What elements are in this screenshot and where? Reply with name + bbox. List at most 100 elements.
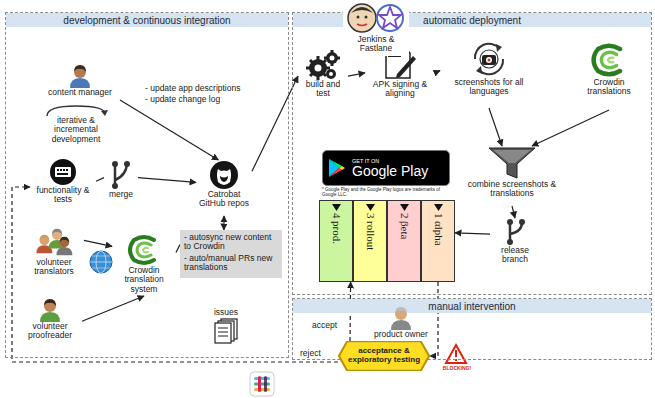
node-label: combine screenshots & translations: [462, 180, 562, 199]
system-icon: Crowdin translations: [572, 42, 646, 110]
track-name: rollout: [365, 221, 376, 250]
node-label: APK signing & aligning: [365, 80, 435, 99]
icon-graphic: [212, 317, 240, 345]
node-label: release branch: [490, 246, 540, 265]
connector: [96, 178, 104, 182]
testing-hexagon: acceptance & exploratory testing: [338, 341, 430, 371]
connector: [84, 240, 112, 246]
track-number: 3: [365, 213, 376, 219]
icon-graphic: [306, 50, 340, 80]
node-label: build and test: [298, 80, 348, 99]
region-panel: development & continuous integration cont…: [5, 12, 289, 358]
node-label: volunteer proofreader: [18, 322, 82, 341]
globe-icon: [90, 251, 112, 273]
node-label: volunteer translators: [24, 258, 84, 277]
icon-graphic: [49, 158, 77, 186]
track-number: 1: [433, 213, 444, 219]
node-label: functionality & tests: [30, 186, 96, 205]
annotation: - update change log: [145, 95, 255, 104]
connector: [120, 100, 218, 160]
note-box: - autosync new content to Crowdin- auto/…: [180, 230, 282, 278]
edge-label: reject: [300, 349, 321, 358]
actor-icon: volunteer translators: [24, 228, 84, 290]
connector: [348, 73, 365, 76]
icon-graphic: [109, 160, 133, 190]
icon-graphic: [487, 146, 537, 180]
note-line: - auto/manual PRs new translations: [184, 254, 278, 273]
connector: [138, 178, 196, 183]
merge-icon: merge: [104, 160, 138, 204]
store-badge: GET IT ONGoogle Play: [322, 150, 450, 186]
icon-graphic: [502, 218, 528, 246]
connector: [435, 71, 440, 73]
icon-graphic: [328, 158, 346, 178]
badge-text: GET IT ONGoogle Play: [352, 158, 428, 178]
region-title: development & continuous integration: [63, 15, 230, 26]
icon-graphic: [124, 234, 164, 266]
trademark-note: * Google Play and the Google Play logos …: [322, 188, 452, 198]
icon-graphic: [332, 204, 341, 211]
icon-graphic: [41, 104, 111, 116]
icon-graphic: [400, 204, 409, 211]
warning-text: BLOCKING!: [440, 366, 474, 372]
icon-graphic: [34, 228, 74, 258]
annotation: - update app descriptions: [145, 84, 255, 93]
node-label: Crowdin translation system: [112, 266, 176, 294]
step-icon: build and test: [298, 50, 348, 108]
node-label: screenshots for all languages: [440, 78, 538, 97]
connector: [223, 216, 224, 230]
region-title: automatic deployment: [423, 15, 521, 26]
connector: [82, 296, 144, 321]
connector: [12, 187, 338, 362]
connector: [532, 110, 609, 146]
icon-graphic: [434, 204, 443, 211]
track-cell: 4 prod.: [319, 200, 353, 282]
step-icon: screenshots for all languages: [440, 40, 538, 108]
warning-sign: [446, 345, 466, 363]
actor-icon: content manager: [40, 64, 120, 102]
icon-graphic: [366, 204, 375, 211]
system-icon: Crowdin translation system: [112, 234, 176, 296]
icon-graphic: [388, 306, 414, 330]
track-name: αlpha: [433, 221, 444, 246]
region-panel: manual interventionproduct owneracceptan…: [292, 298, 652, 360]
track-cell: 3 rollout: [353, 200, 387, 282]
badge-title: Google Play: [352, 164, 428, 178]
tool-icon: Jenkins & Fastlane: [343, 0, 409, 56]
repo-icon: Catrobat GitHub repos: [196, 160, 252, 216]
actor-icon: product owner: [368, 306, 434, 342]
track-number: 2: [399, 213, 410, 219]
node-label: merge: [109, 190, 133, 199]
node-label: issues: [214, 308, 238, 317]
connector: [512, 206, 515, 218]
track-name: prod.: [331, 221, 342, 244]
icon-graphic: [469, 40, 509, 78]
connector: [430, 282, 438, 356]
connector: [455, 233, 490, 234]
connector: [489, 108, 502, 146]
cycle-label: iterative & incremental development: [36, 104, 116, 148]
activity-icon: functionality & tests: [30, 158, 96, 216]
icon-graphic: [587, 42, 631, 78]
track-name: βeta: [399, 221, 410, 239]
combine-icon: combine screenshots & translations: [462, 146, 562, 206]
icon-graphic: [67, 64, 93, 88]
node-label: Catrobat GitHub repos: [196, 190, 252, 209]
actor-icon: volunteer proofreader: [18, 298, 82, 356]
icon-graphic: [209, 160, 239, 190]
node-label: product owner: [374, 330, 428, 339]
node-label: acceptance & exploratory testing: [348, 347, 420, 365]
icon-graphic: [37, 298, 63, 322]
region-header: manual intervention: [293, 299, 651, 313]
region-title: manual intervention: [428, 301, 515, 312]
icon-graphic: [347, 1, 405, 35]
slack-icon: [250, 372, 274, 396]
region-header: development & continuous integration: [6, 13, 288, 27]
node-label: Crowdin translations: [572, 78, 646, 97]
track-number: 4: [331, 213, 342, 219]
edge-label: accept: [312, 321, 337, 330]
node-label: iterative & incremental development: [36, 116, 116, 144]
branch-icon: release branch: [490, 218, 540, 272]
icon-caption: APK: [371, 50, 385, 56]
